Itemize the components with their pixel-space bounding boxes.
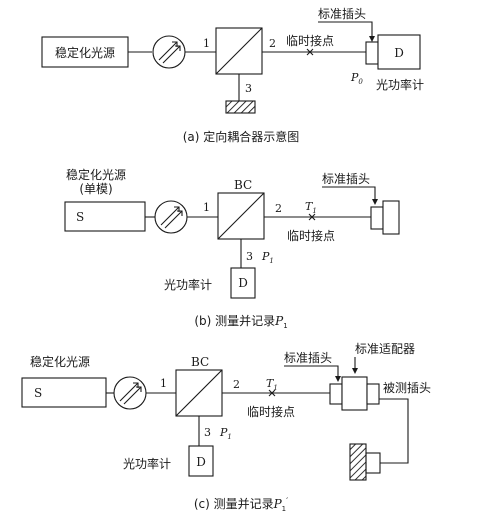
standard-plug-pointer-b: [322, 186, 376, 203]
port-3-label-c: 3: [204, 426, 211, 439]
temporary-joint-label-c: 临时接点: [247, 404, 295, 419]
t1-label-b: T1: [305, 200, 317, 215]
source-label-b: 稳定化光源: [66, 167, 126, 182]
standard-plug-arrowhead: [369, 36, 375, 42]
panel-c: 稳定化光源 S 1 BC 2 T1 临时接点 标准插头 标准适配器: [21, 342, 431, 513]
tested-plug-fiber-c: [379, 398, 409, 464]
source-letter-b: S: [76, 210, 84, 224]
port-2-label: 2: [269, 37, 276, 50]
source-box-b: [64, 201, 146, 232]
tested-plug-label-c: 被测插头: [383, 381, 431, 395]
panel-b: 稳定化光源 (单模) S 1 BC 2 T1 临时接点 标准插头 3 P: [64, 167, 400, 330]
power-meter-box-c: [188, 445, 214, 477]
source-letter-c: S: [34, 386, 42, 400]
index-matching-termination: [225, 100, 256, 114]
port-3-label: 3: [245, 82, 252, 95]
standard-plug-label-b: 标准插头: [322, 172, 370, 186]
plug-flange-b: [382, 200, 400, 235]
power-meter-label: 光功率计: [376, 77, 424, 92]
tested-plug-lower-body-c: [365, 452, 381, 474]
detector-letter-b: D: [238, 276, 248, 290]
detector-letter-c: D: [196, 455, 206, 469]
temporary-joint-cross-icon-b: [308, 213, 316, 221]
caption-b: (b) 测量并记录P1: [194, 314, 287, 330]
standard-plug-arrowhead-b: [372, 199, 378, 205]
single-mode-label: (单模): [79, 182, 112, 196]
bc-label-c: BC: [191, 355, 209, 369]
standard-plug-pointer-c: [284, 365, 339, 380]
standard-plug-arrowhead-c: [335, 376, 341, 382]
p1-label-c: P1: [219, 426, 232, 441]
caption-c: (c) 测量并记录P1′: [194, 497, 288, 513]
source-label-c: 稳定化光源: [30, 354, 90, 369]
temporary-joint-label: 临时接点: [286, 33, 334, 48]
port-2-label-c: 2: [233, 378, 240, 391]
adapter-body-c: [341, 376, 368, 411]
temporary-joint-label-b: 临时接点: [287, 228, 335, 243]
panel-a: 稳定化光源 1 2 临时接点 标准插头 D P0 光功率计 3 (a) 定向耦合: [41, 7, 424, 144]
mode-filter-loop-icon-c: [113, 376, 147, 410]
standard-adapter-arrowhead-c: [352, 368, 358, 374]
p1-label-b: P1: [261, 250, 274, 265]
mode-filter-loop-icon: [152, 35, 186, 69]
standard-plug-label: 标准插头: [318, 7, 366, 21]
port-1-label-b: 1: [203, 201, 210, 214]
standard-adapter-label-c: 标准适配器: [355, 342, 415, 356]
tested-plug-body-c: [366, 383, 380, 405]
power-meter-label-b: 光功率计: [164, 277, 212, 292]
temporary-joint-cross-icon: [306, 48, 314, 56]
power-meter-box-b: [230, 267, 256, 299]
mode-filter-loop-icon-b: [154, 200, 188, 234]
standard-plug-body-b: [370, 206, 384, 230]
coupler-diagonal-b: [217, 192, 265, 240]
stabilized-source-box: [41, 36, 129, 68]
standard-plug-body-c: [329, 383, 343, 405]
detector-letter: D: [394, 46, 404, 60]
coupler-diagonal-c: [175, 369, 223, 417]
power-meter-label-c: 光功率计: [123, 456, 171, 471]
standard-plug-pointer: [318, 21, 373, 40]
port-2-label-b: 2: [275, 202, 282, 215]
port-1-label-c: 1: [160, 377, 167, 390]
coupler-diagonal: [215, 27, 263, 75]
p0-label: P0: [350, 71, 363, 86]
port-3-label-b: 3: [246, 250, 253, 263]
t1-label-c: T1: [266, 377, 278, 392]
bc-label-b: BC: [234, 178, 252, 192]
caption-a: (a) 定向耦合器示意图: [183, 129, 300, 144]
standard-plug-body: [365, 41, 379, 65]
power-meter-box: [377, 34, 421, 70]
stabilized-source-label: 稳定化光源: [55, 45, 115, 60]
port-1-label: 1: [203, 37, 210, 50]
standard-plug-label-c: 标准插头: [284, 351, 332, 365]
source-box-c: [21, 377, 107, 408]
termination-block-c: [349, 443, 367, 481]
temporary-joint-cross-icon-c: [268, 389, 276, 397]
